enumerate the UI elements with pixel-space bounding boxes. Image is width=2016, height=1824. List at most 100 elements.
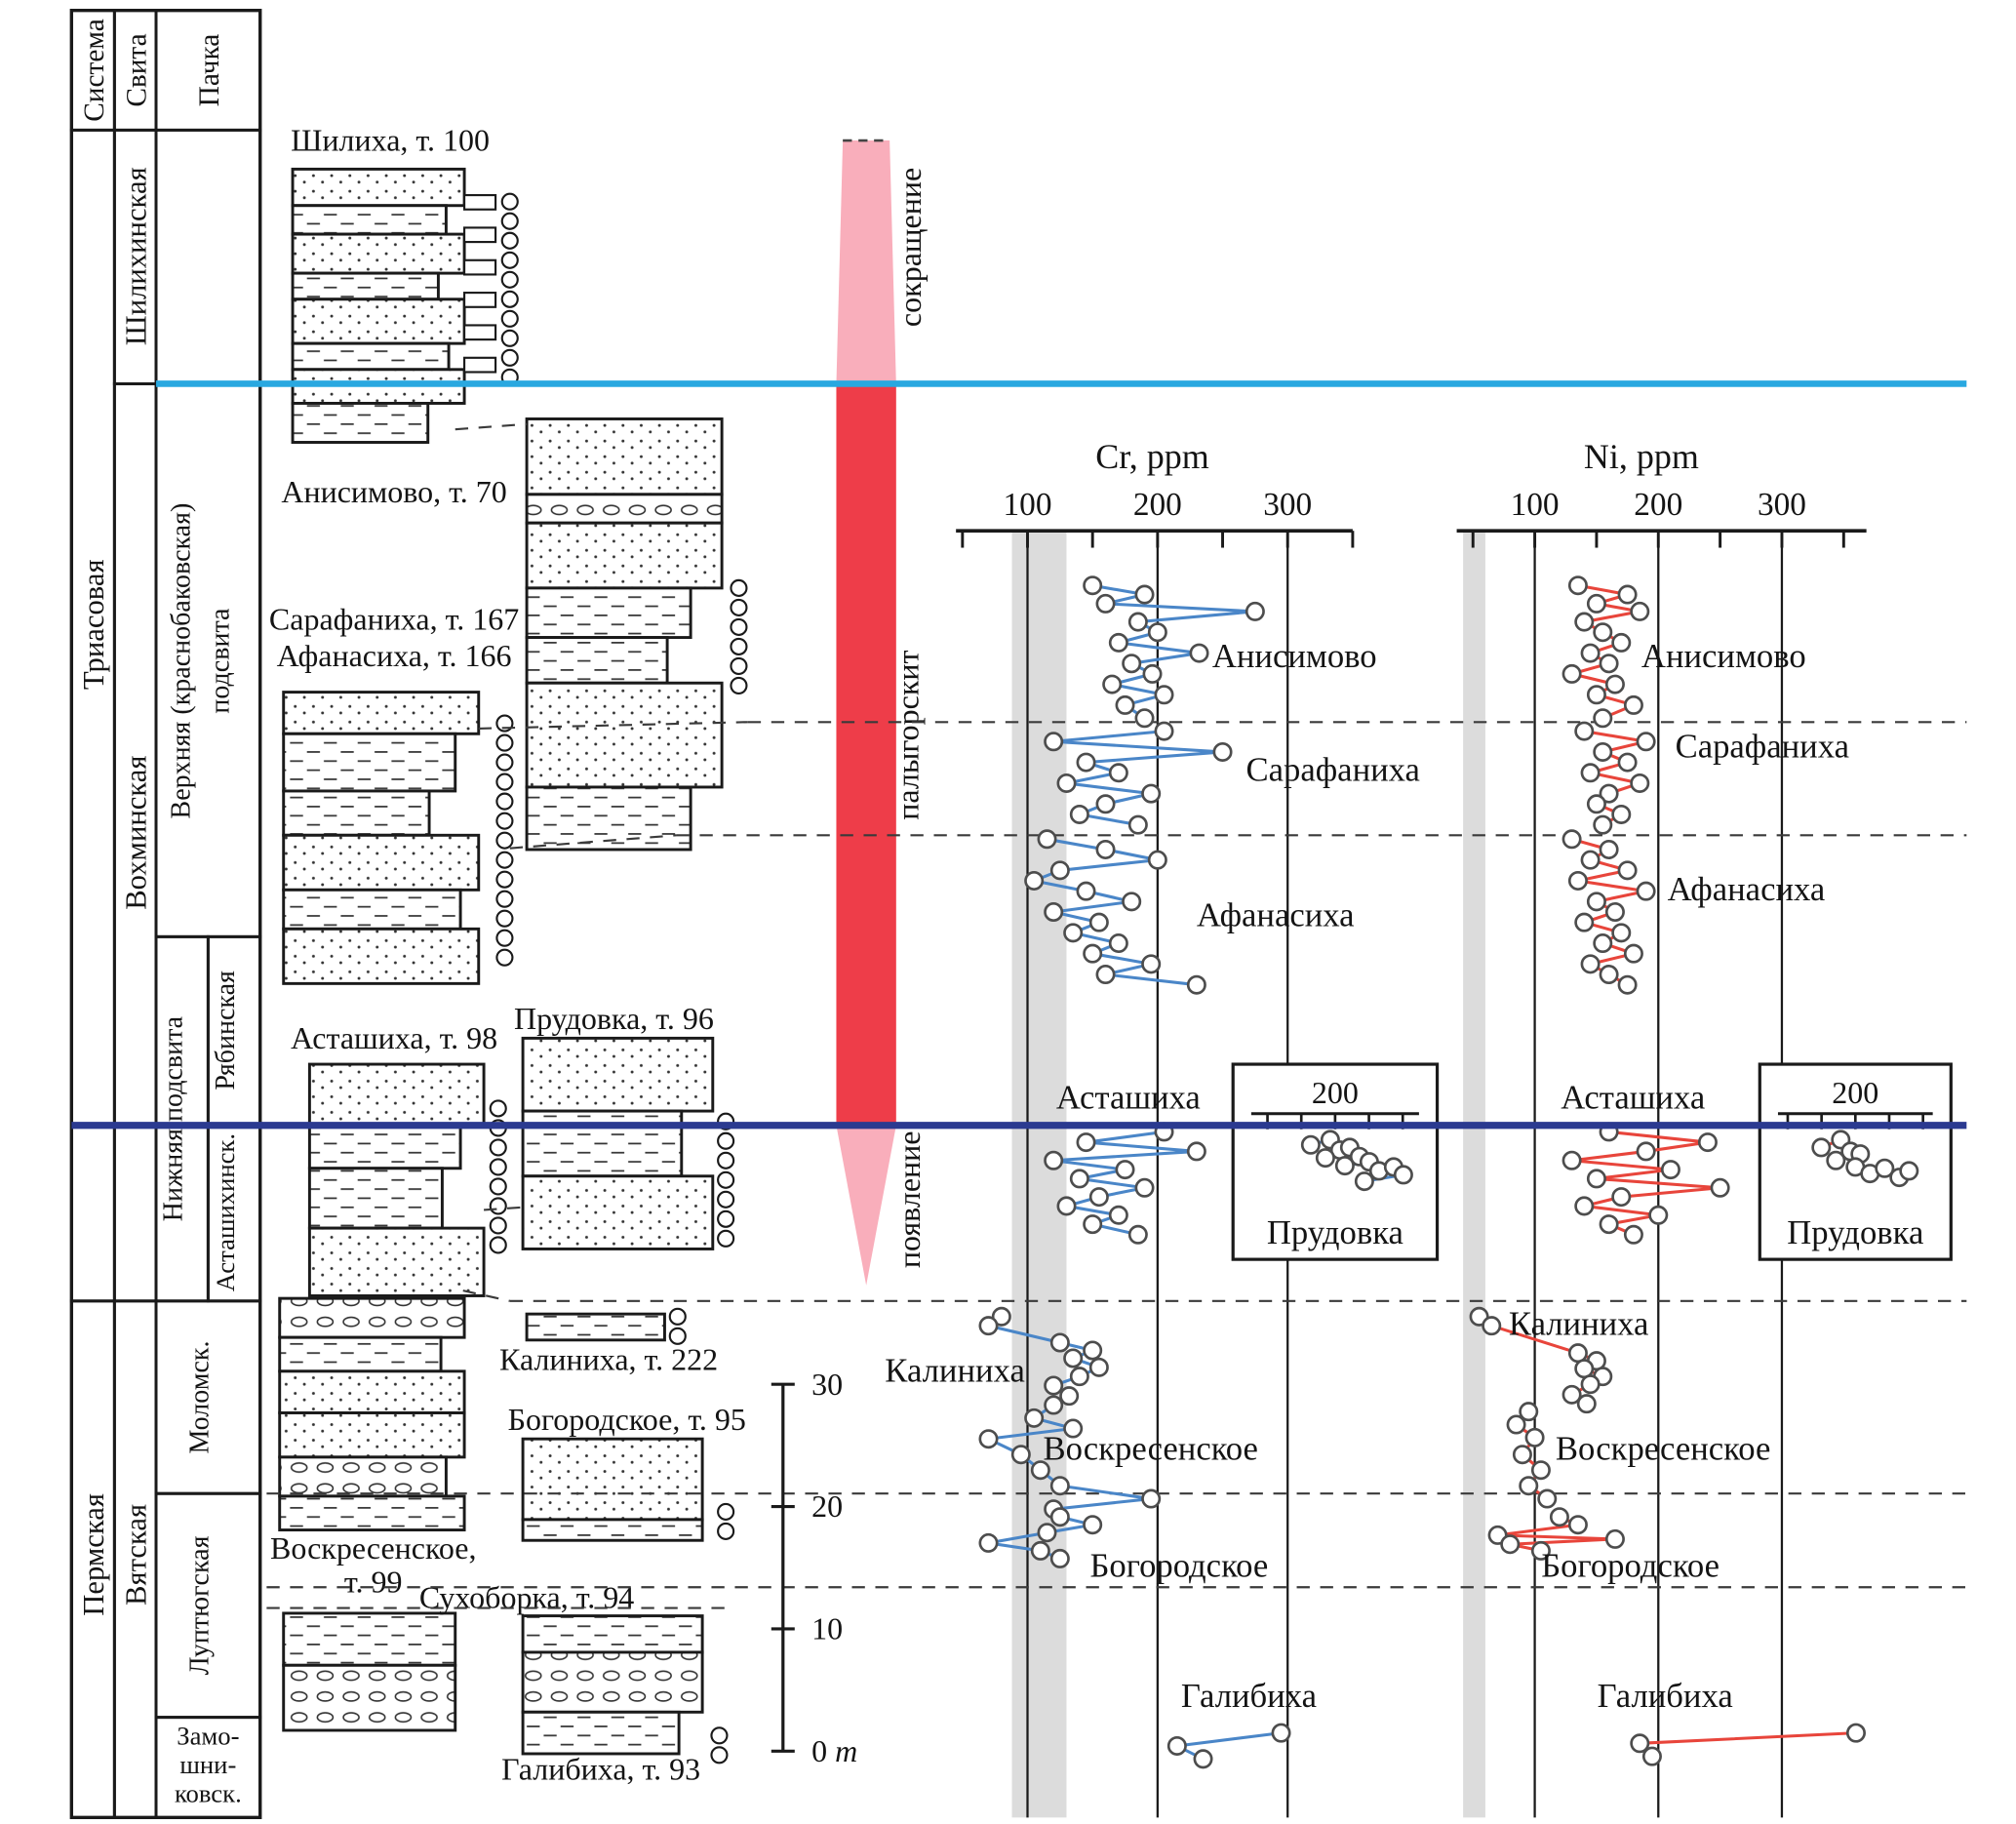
data-point [1580, 850, 1601, 870]
data-point [1044, 1375, 1064, 1396]
litho-block [282, 888, 462, 931]
data-point [1561, 1150, 1582, 1170]
data-point [1069, 1169, 1089, 1189]
data-point [1586, 593, 1606, 614]
data-point [1636, 732, 1656, 752]
litho-block [521, 1036, 715, 1113]
data-point [1095, 593, 1116, 614]
tick-label: 200 [1133, 487, 1182, 523]
data-point [1044, 901, 1064, 923]
group-label: Анисимово [1212, 638, 1377, 675]
data-point [1095, 839, 1116, 859]
data-point [1710, 1177, 1730, 1198]
data-point [1899, 1161, 1919, 1181]
section-label: Анисимово, т. 70 [281, 474, 506, 509]
litho-block [521, 1109, 684, 1178]
data-point [1611, 1187, 1632, 1208]
data-point [1134, 584, 1155, 605]
data-point [1044, 1395, 1064, 1415]
group-label: Воскресенское [1556, 1431, 1770, 1468]
data-point [1076, 1132, 1096, 1153]
data-point [1127, 612, 1148, 632]
section-label: Шилиха, т. 100 [291, 123, 490, 158]
burrow-symbol [463, 324, 497, 341]
burrow-symbol [463, 356, 497, 374]
data-point [1141, 783, 1162, 804]
data-point [1083, 1515, 1103, 1535]
data-point [1574, 912, 1595, 932]
member-label: подсвита [206, 608, 236, 714]
suite-label: Шилихинская [119, 167, 152, 345]
data-point [1524, 1427, 1545, 1447]
fossil-symbol [495, 773, 514, 791]
data-point [1826, 1150, 1846, 1170]
data-point [1574, 721, 1595, 741]
chart-title: Ni, ppm [1584, 437, 1699, 476]
fossil-symbol [489, 1216, 507, 1235]
fossil-symbol [668, 1307, 687, 1326]
scale-tick-label: 30 [811, 1367, 843, 1402]
header-label: Система [79, 19, 110, 121]
fossil-symbol [500, 192, 519, 211]
data-point [1154, 685, 1174, 705]
data-point [1599, 839, 1619, 859]
data-point [1315, 1148, 1335, 1169]
litho-block [282, 833, 481, 892]
data-point [1186, 974, 1206, 995]
data-point [1049, 1332, 1070, 1353]
fossil-symbol [668, 1327, 687, 1345]
data-point [1189, 643, 1209, 663]
group-label: Сарафаниха [1676, 728, 1849, 765]
data-point [1630, 1733, 1650, 1754]
data-point [1617, 860, 1638, 881]
data-point [1586, 1169, 1606, 1189]
data-point [1142, 663, 1163, 684]
fossil-symbol [489, 1158, 507, 1176]
data-point [1147, 850, 1167, 870]
data-point [1393, 1165, 1413, 1185]
group-label: Богородское [1090, 1548, 1269, 1585]
data-point [1076, 881, 1096, 901]
group-label: Анисимово [1641, 638, 1806, 675]
litho-block [525, 785, 692, 852]
data-point [1586, 685, 1606, 705]
scale-tick-label: 20 [811, 1488, 843, 1524]
group-label: Сарафаниха [1246, 751, 1420, 788]
data-point [1611, 632, 1632, 653]
inset-label: Прудовка [1267, 1214, 1403, 1251]
litho-block [282, 1611, 457, 1667]
member-label: Асташихинск. [211, 1133, 240, 1291]
correlation-dash [509, 834, 677, 850]
series-line [1584, 730, 1646, 826]
data-point [1049, 1507, 1070, 1527]
group-label: Воскресенское [1044, 1431, 1258, 1468]
burrow-symbol [463, 292, 497, 308]
section-label: Сухоборка, т. 94 [419, 1580, 634, 1615]
litho-block [521, 1710, 681, 1756]
data-point [1069, 1367, 1089, 1387]
fossil-symbol [717, 1522, 735, 1540]
data-point [1088, 1357, 1109, 1377]
fossil-symbol [710, 1746, 729, 1765]
data-point [1648, 1205, 1669, 1225]
data-point [1056, 1196, 1077, 1216]
data-point [1083, 1340, 1103, 1361]
data-point [1127, 814, 1148, 835]
data-point [1212, 741, 1233, 762]
litho-block [307, 1062, 486, 1126]
data-point [1044, 1150, 1064, 1170]
correlation-dash [462, 1289, 510, 1302]
data-point [991, 1306, 1011, 1327]
data-point [1574, 612, 1595, 632]
data-point [1586, 892, 1606, 912]
litho-block [291, 204, 448, 236]
fossil-symbol [730, 676, 748, 694]
tick-label: 100 [1004, 487, 1052, 523]
data-point [1063, 1418, 1084, 1439]
data-point [1154, 721, 1174, 741]
group-label: Калиниха [1509, 1305, 1649, 1342]
arrow-label: появление [891, 1130, 927, 1268]
member-label: Верхняя (краснобаковская) [167, 503, 197, 819]
